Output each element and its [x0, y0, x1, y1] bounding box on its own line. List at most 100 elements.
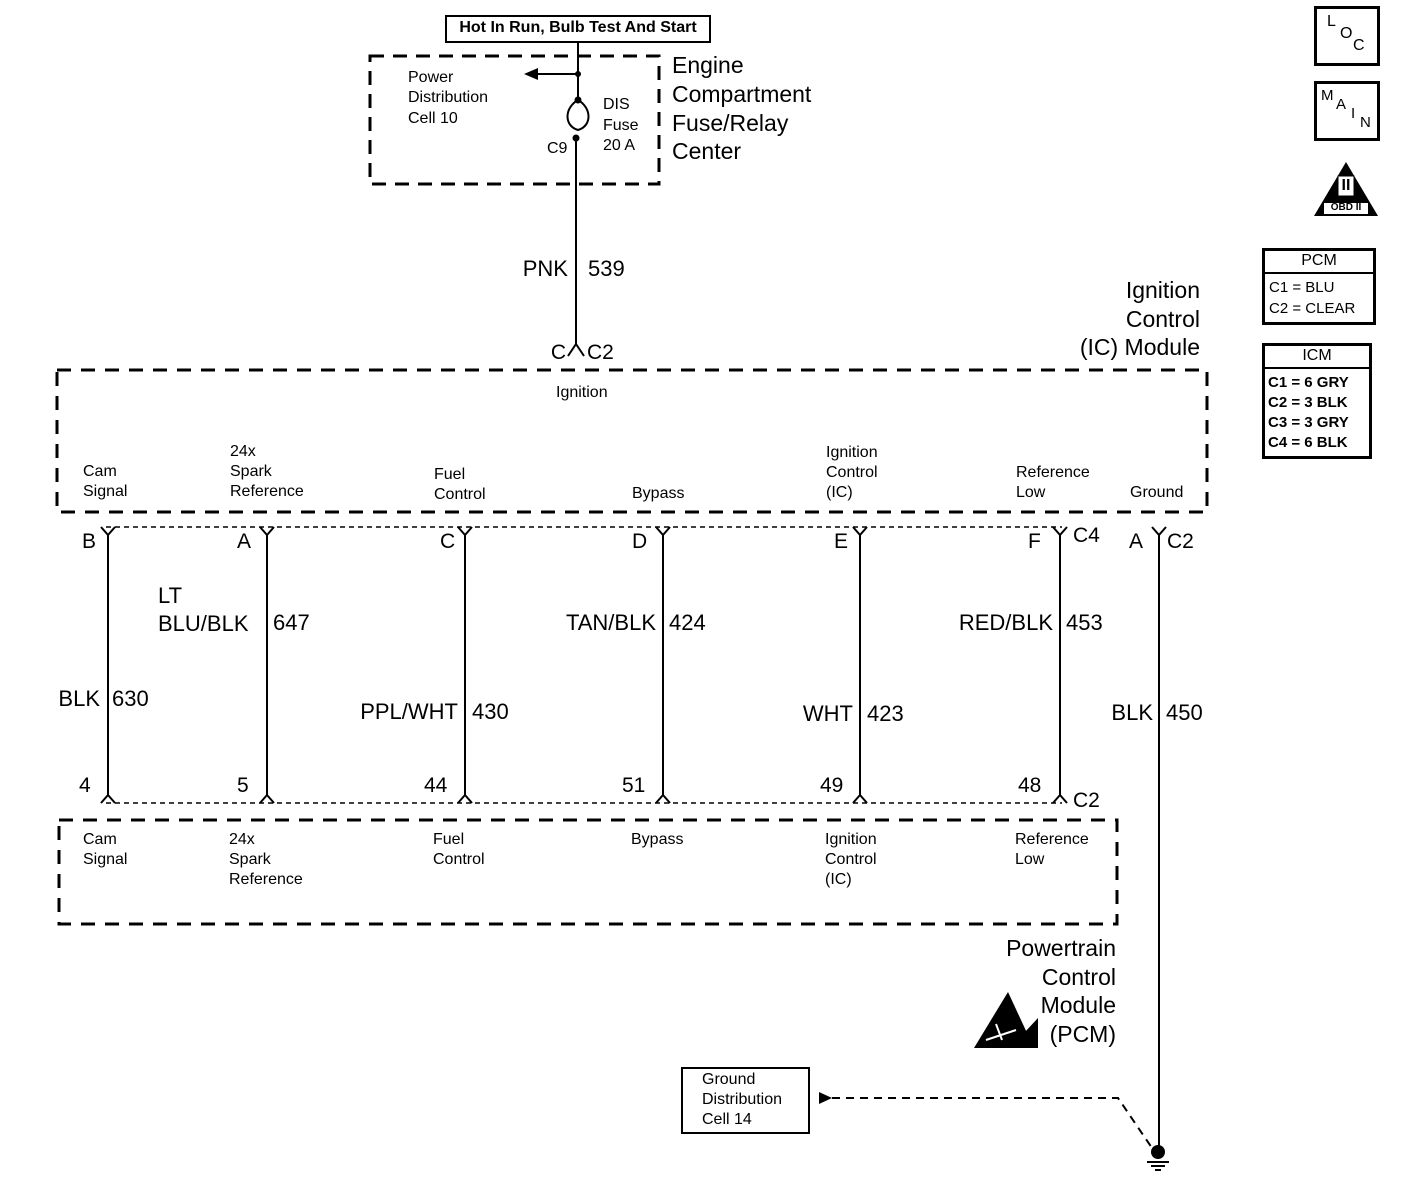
icm-pin-b: B [82, 530, 97, 553]
pcm-label-reference-low: Reference Low [1015, 831, 1089, 868]
icm-pin-label-24x-spark: 24x Spark Reference [230, 443, 304, 500]
fuse-center-title-3: Fuse/Relay [672, 110, 789, 136]
icm-ignition-label: Ignition [556, 384, 608, 401]
icm-pin-label-reference-low: Reference Low [1016, 464, 1090, 501]
wire-color-424: TAN/BLK [565, 610, 656, 635]
icm-title-3: (IC) Module [1079, 334, 1200, 360]
fuse-connector: C9 [547, 140, 568, 157]
feed-wire-circuit: 539 [588, 256, 625, 281]
fuse-symbol [566, 99, 590, 132]
pcm-pin-51: 51 [622, 774, 646, 797]
fuse-line2: Fuse [603, 117, 639, 134]
pcm-title-2: Control [1041, 964, 1116, 990]
pcm-legend-title: PCM [1301, 252, 1337, 269]
main-letter-a: A [1336, 96, 1347, 113]
wire-color-430: PPL/WHT [360, 699, 458, 724]
pdc-line3: Cell 10 [408, 110, 458, 127]
icm-connector-legend: ICM C1 = 6 GRY C2 = 3 BLK C3 = 3 GRY C4 … [1262, 343, 1372, 459]
icm-pin-label-bypass: Bypass [632, 485, 685, 502]
icm-pin-label-ignition-control: Ignition Control (IC) [826, 444, 878, 501]
icm-legend-title: ICM [1302, 347, 1332, 364]
icm-title-1: Ignition [1125, 277, 1200, 303]
icm-pin-e: E [834, 530, 849, 553]
ground-distribution-box: Ground Distribution Cell 14 [681, 1067, 810, 1134]
pcm-label-cam-signal: Cam Signal [83, 831, 128, 868]
feed-connector-label: C2 [587, 341, 614, 364]
pdc-dashed-box [368, 54, 661, 186]
arrow-left-icon [524, 68, 538, 80]
icm-pin-c: C [440, 530, 456, 553]
wire-color-423: WHT [802, 701, 853, 726]
icm-pin-label-ground: Ground [1130, 484, 1184, 501]
main-letter-n: N [1360, 114, 1371, 131]
pcm-legend-row-1: C1 = BLU [1269, 279, 1335, 296]
fuse-line3: 20 A [603, 137, 636, 154]
fuse-center-title-2: Compartment [672, 81, 812, 107]
wire-circuit-450: 450 [1166, 700, 1203, 725]
pcm-title-4: (PCM) [1049, 1021, 1116, 1047]
icm-pin-label-fuel-control: Fuel Control [434, 466, 486, 503]
icm-connector-c2: C2 [1167, 530, 1194, 553]
pcm-label-24x-spark: 24x Spark Reference [229, 831, 303, 888]
wire-circuit-430: 430 [472, 699, 509, 724]
wire-circuit-423: 423 [867, 701, 904, 726]
loc-letter-l: L [1327, 13, 1336, 30]
fuse-center-title-4: Center [672, 138, 742, 164]
ground-line1: Ground [702, 1071, 756, 1088]
pdc-line1: Power [408, 69, 454, 86]
pcm-legend-row-2: C2 = CLEAR [1269, 300, 1356, 317]
wire-color-630: BLK [58, 686, 100, 711]
main-badge: M A I N [1314, 81, 1380, 141]
icm-pin-a: A [237, 530, 252, 553]
pcm-title-1: Powertrain [1006, 935, 1116, 961]
pdc-line2: Distribution [408, 89, 489, 106]
wire-color-647: LT BLU/BLK [158, 583, 249, 636]
pcm-connector-c2: C2 [1073, 789, 1100, 812]
loc-letter-c: C [1353, 37, 1365, 54]
icm-pin-f: F [1028, 530, 1041, 553]
wire-circuit-453: 453 [1066, 610, 1103, 635]
arrow-right-icon [819, 1092, 832, 1104]
pcm-pin-4: 4 [79, 774, 91, 797]
ground-line3: Cell 14 [702, 1111, 752, 1128]
pcm-label-fuel-control: Fuel Control [433, 831, 485, 868]
icm-pin-d: D [632, 530, 648, 553]
icm-connector-c4: C4 [1073, 524, 1100, 547]
obd-numeral: II [1341, 177, 1351, 194]
icm-legend-row-2: C2 = 3 BLK [1268, 394, 1348, 411]
pcm-connector-legend: PCM C1 = BLU C2 = CLEAR [1262, 248, 1376, 325]
pcm-label-ignition-control: Ignition Control (IC) [825, 831, 877, 888]
wire-color-450: BLK [1111, 700, 1153, 725]
obd-ii-icon [1314, 162, 1378, 216]
hot-in-run-label-box: Hot In Run, Bulb Test And Start [445, 15, 711, 43]
wire-circuit-424: 424 [669, 610, 706, 635]
icm-legend-row-4: C4 = 6 BLK [1268, 434, 1348, 451]
pcm-dashed-box [57, 818, 1119, 926]
wire-circuit-647: 647 [273, 610, 310, 635]
pcm-title-3: Module [1040, 992, 1116, 1018]
main-letter-m: M [1321, 87, 1334, 104]
loc-letter-o: O [1340, 25, 1353, 42]
icm-pin-a-ground: A [1129, 530, 1144, 553]
icm-legend-row-3: C3 = 3 GRY [1268, 414, 1349, 431]
wire-color-453: RED/BLK [958, 610, 1053, 635]
fuse-center-title-1: Engine [672, 52, 744, 78]
feed-connector [567, 342, 585, 357]
circuit-wires [100, 526, 1167, 1150]
pcm-pin-44: 44 [424, 774, 448, 797]
esd-warning-icon [974, 992, 1038, 1048]
main-letter-i: I [1351, 105, 1356, 122]
pcm-pin-48: 48 [1018, 774, 1042, 797]
hot-in-run-label: Hot In Run, Bulb Test And Start [459, 19, 697, 36]
pcm-pin-5: 5 [237, 774, 249, 797]
wire-circuit-630: 630 [112, 686, 149, 711]
pcm-pin-49: 49 [820, 774, 844, 797]
fuse-line1: DIS [603, 96, 630, 113]
ground-line2: Distribution [702, 1091, 783, 1108]
ground-symbol-icon [1147, 1145, 1169, 1171]
feed-pin: C [550, 341, 566, 364]
pcm-label-bypass: Bypass [631, 831, 684, 848]
loc-badge: L O C [1314, 6, 1380, 66]
